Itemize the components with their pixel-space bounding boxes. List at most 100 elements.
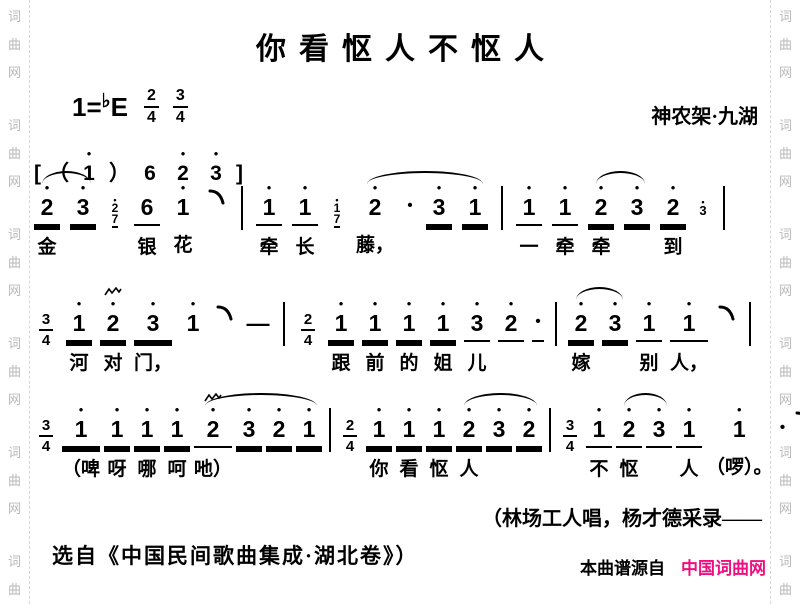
lyric <box>486 448 512 486</box>
slide-down-icon <box>716 286 738 378</box>
note: •1 <box>296 392 323 486</box>
watermark-text: 词曲网 <box>8 224 21 299</box>
note: •3 <box>646 392 673 486</box>
lyric <box>516 448 542 486</box>
bracket-text: ] <box>236 162 243 185</box>
lyric: 看 <box>399 459 419 480</box>
augmentation-dot: • <box>777 392 789 484</box>
watermark-char: 网 <box>7 65 21 80</box>
lyric: 牵 <box>259 237 279 258</box>
watermark-char: 词 <box>7 554 21 569</box>
watermark-text: 词曲网 <box>779 551 792 604</box>
slur <box>575 287 623 300</box>
lyric: 牵 <box>591 237 611 258</box>
lyric: 不 <box>589 459 609 480</box>
lyric: 对 <box>103 353 123 374</box>
lyric: 人， <box>670 353 709 374</box>
lyric <box>532 342 544 380</box>
note: •3 <box>426 170 453 264</box>
watermark-char: 曲 <box>778 146 792 161</box>
slur <box>367 171 483 184</box>
lyric <box>180 340 206 378</box>
watermark-char: 曲 <box>778 37 792 52</box>
lyric: 金 <box>37 237 57 258</box>
key-letter: E <box>110 91 128 122</box>
barline <box>746 286 754 378</box>
watermark-text: 词曲网 <box>779 224 792 299</box>
mordent-icon <box>100 286 126 300</box>
site-name: 中国词曲网 <box>681 559 766 578</box>
barline <box>552 286 560 378</box>
barline <box>280 286 288 378</box>
lyric: 人 <box>459 459 479 480</box>
watermark-char: 网 <box>778 65 792 80</box>
lyric: 花 <box>173 235 193 256</box>
watermark-char: 词 <box>778 554 792 569</box>
lyric: 怄 <box>619 459 639 480</box>
footer-attribution: 本曲谱源自 中国词曲网 <box>580 554 766 579</box>
watermark-char: 曲 <box>7 364 21 379</box>
watermark-text: 词曲网 <box>8 442 21 517</box>
slide-down-icon <box>206 170 228 262</box>
watermark-char: 网 <box>7 501 21 516</box>
watermark-char: 词 <box>7 336 21 351</box>
lyric: 嫁 <box>571 353 591 374</box>
slide-down-icon <box>793 392 800 484</box>
flat-icon: ♭ <box>101 90 111 112</box>
lyric: 怄 <box>429 459 449 480</box>
lyric: 呀 <box>107 459 127 480</box>
note: •2 <box>177 146 189 185</box>
watermark-char: 网 <box>778 392 792 407</box>
lyric <box>696 224 710 262</box>
barline <box>720 170 728 262</box>
lyric: 姐 <box>433 353 453 374</box>
note: •3 <box>624 170 651 264</box>
lyric <box>404 224 416 262</box>
watermark-text: 词曲网 <box>779 115 792 190</box>
slur <box>41 171 91 184</box>
watermark-char: 网 <box>7 174 21 189</box>
lyric: 哪 <box>137 459 157 480</box>
watermark-char: 网 <box>7 392 21 407</box>
watermark-char: 词 <box>778 9 792 24</box>
lyric: 一 <box>519 237 539 258</box>
lyric <box>214 340 236 378</box>
barline <box>238 170 246 262</box>
lyric <box>602 342 628 380</box>
note: •1 <box>83 146 95 185</box>
watermark-char: 曲 <box>7 473 21 488</box>
augmentation-dot: • <box>404 170 416 262</box>
lyric <box>624 226 650 264</box>
lyric: 跟 <box>331 353 351 374</box>
lyric <box>328 224 346 262</box>
augmentation-dot: • <box>532 286 545 380</box>
lyric: 到 <box>663 237 683 258</box>
slur <box>595 171 645 184</box>
watermark-char: 曲 <box>778 582 792 597</box>
note: •1 <box>462 170 489 264</box>
lyric <box>106 224 124 262</box>
lyric: 吔） <box>194 459 233 480</box>
